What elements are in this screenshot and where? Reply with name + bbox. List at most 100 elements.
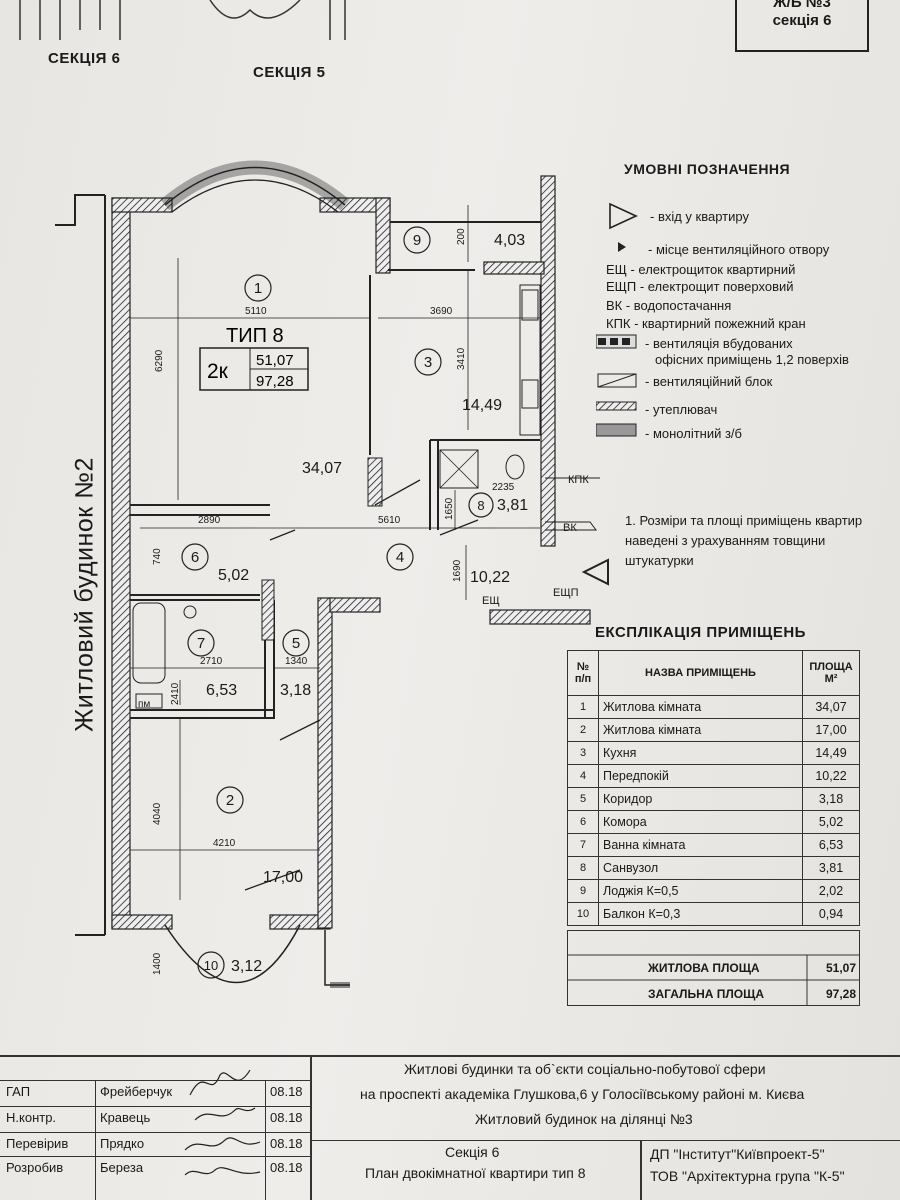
signer-role: Розробив (6, 1160, 64, 1175)
floor-plan: 1 2 3 4 5 6 7 8 9 10 34,07 17,00 14,49 1… (55, 160, 609, 988)
project-line1: Житлові будинки та об`єкти соціально-поб… (404, 1061, 766, 1077)
signer-role: ГАП (6, 1084, 31, 1099)
plan-living-area: 51,07 (256, 352, 294, 369)
col-number-header: № п/п (567, 650, 599, 696)
room-name-cell: Лоджія К=0,5 (598, 879, 803, 903)
room-area-cell: 10,22 (802, 764, 860, 788)
apartment-type-label: ТИП 8 (226, 325, 284, 347)
box-line2: секція 6 (772, 12, 832, 29)
totals-frame (567, 930, 860, 1006)
room-2-number: 2 (226, 792, 234, 809)
legend-vk: ВК - водопостачання (606, 298, 732, 313)
room-area-cell: 17,00 (802, 718, 860, 742)
signer-date: 08.18 (270, 1084, 303, 1099)
room-area-cell: 2,02 (802, 879, 860, 903)
dim-2410: 2410 (170, 682, 181, 705)
signer-date: 08.18 (270, 1110, 303, 1125)
room-8-area: 3,81 (497, 497, 528, 514)
signer-date: 08.18 (270, 1160, 303, 1175)
legend-symbols (596, 202, 638, 437)
dim-1650: 1650 (444, 497, 455, 520)
room-name-cell: Комора (598, 810, 803, 834)
plan-total-area: 97,28 (256, 373, 294, 390)
total-area-value: 97,28 (826, 987, 857, 1001)
legend-office-vent-1: - вентиляція вбудованих (645, 336, 793, 351)
legend-insulation: - утеплювач (645, 402, 718, 417)
sheet-line1: Секція 6 (445, 1144, 500, 1160)
building-section-box: Ж/Б №3 секція 6 (735, 0, 869, 52)
dim-4040: 4040 (152, 802, 163, 825)
legend-vent-block: - вентиляційний блок (645, 374, 773, 389)
vk-tag: ВК (563, 522, 577, 534)
signer-date: 08.18 (270, 1136, 303, 1151)
project-line3: Житловий будинок на ділянці №3 (475, 1111, 693, 1127)
dim-5610: 5610 (378, 515, 401, 526)
room-area-cell: 6,53 (802, 833, 860, 857)
section-6-label: СЕКЦІЯ 6 (48, 50, 121, 67)
box-line1: Ж/Б №3 (773, 0, 831, 11)
adjacent-building-wall (55, 194, 106, 936)
room-5-area: 3,18 (280, 682, 311, 699)
legend-monolith: - монолітний з/б (645, 426, 742, 441)
signer-role: Н.контр. (6, 1110, 57, 1125)
room-9-area: 4,03 (494, 232, 525, 249)
room-area-cell: 5,02 (802, 810, 860, 834)
room-area-cell: 3,18 (802, 787, 860, 811)
pm-tag: пм (138, 699, 150, 710)
room-7-area: 6,53 (206, 682, 237, 699)
eshchp-tag: ЕЩП (553, 587, 579, 599)
neighbor-sections-sketch (19, 0, 346, 40)
rooms-count-label: 2к (207, 360, 229, 383)
kpk-tag: КПК (568, 474, 589, 486)
legend-kpk: КПК - квартирний пожежний кран (606, 316, 806, 331)
room-area-cell: 34,07 (802, 695, 860, 719)
room-number-cell: 10 (567, 902, 599, 926)
dim-2710: 2710 (200, 656, 223, 667)
room-name-cell: Балкон К=0,3 (598, 902, 803, 926)
dim-3690: 3690 (430, 306, 453, 317)
legend-title: УМОВНІ ПОЗНАЧЕННЯ (624, 161, 791, 177)
room-10-number: 10 (204, 958, 218, 973)
legend-office-vent-2: офісних приміщень 1,2 поверхів (655, 352, 849, 367)
signer-name: Кравець (100, 1110, 151, 1125)
dimensions-note: 1. Розміри та площі приміщень квартир на… (625, 513, 863, 568)
room-number-cell: 8 (567, 856, 599, 880)
room-6-area: 5,02 (218, 567, 249, 584)
exterior-walls (111, 175, 591, 930)
room-8-number: 8 (477, 498, 484, 513)
dim-1690: 1690 (452, 559, 463, 582)
room-3-area: 14,49 (462, 397, 502, 414)
room-number-cell: 6 (567, 810, 599, 834)
room-9-number: 9 (413, 232, 421, 249)
col-area-header: ПЛОЩА М² (802, 650, 860, 696)
room-5-number: 5 (292, 635, 300, 652)
room-name-cell: Коридор (598, 787, 803, 811)
room-number-cell: 1 (567, 695, 599, 719)
room-number-cell: 5 (567, 787, 599, 811)
room-7-number: 7 (197, 635, 205, 652)
dim-2890: 2890 (198, 515, 221, 526)
living-area-label: ЖИТЛОВА ПЛОЩА (648, 961, 760, 975)
org-line1: ДП "Інститут"Київпроект-5" (650, 1146, 825, 1162)
legend-entrance: - вхід у квартиру (650, 209, 749, 224)
room-number-cell: 7 (567, 833, 599, 857)
dim-200: 200 (456, 228, 467, 245)
signer-name: Береза (100, 1160, 144, 1175)
interior-walls (130, 221, 541, 719)
legend-vent-hole: - місце вентиляційного отвору (648, 242, 830, 257)
room-1-area: 34,07 (302, 460, 342, 477)
project-line2: на проспекті академіка Глушкова,6 у Голо… (360, 1086, 805, 1102)
room-name-cell: Санвузол (598, 856, 803, 880)
title-block: Житлові будинки та об`єкти соціально-поб… (0, 1055, 900, 1200)
room-name-cell: Передпокій (598, 764, 803, 788)
